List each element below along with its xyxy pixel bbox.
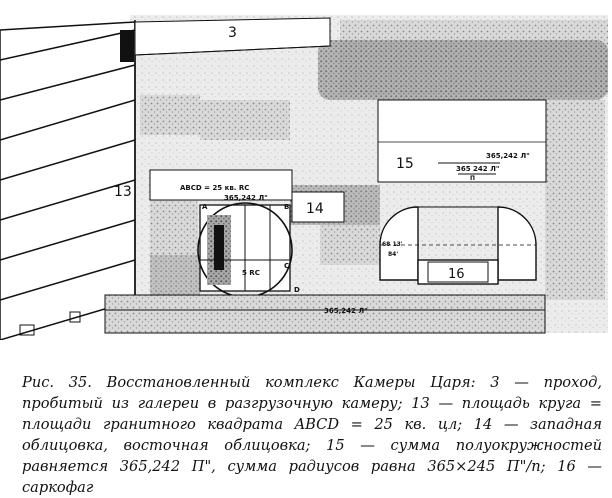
letter-d: D: [294, 286, 300, 294]
label-semicircles: 15: [396, 156, 414, 172]
square-abcd: ABCD = 25 кв. RC 365,242 Л" A B C D 5 RC: [149, 169, 300, 298]
label-sarcophagus: 16: [448, 267, 465, 282]
annotation-bottom-dim: 365,242 Л": [324, 307, 368, 315]
figure-caption: Рис. 35. Восстановленный комплекс Камеры…: [22, 374, 602, 496]
annotation-right-top: 365,242 Л": [486, 152, 530, 160]
annotation-right-pi: П: [470, 175, 475, 182]
annotation-right-formula: 365 242 Л": [456, 165, 500, 173]
sarcophagus-chamber: 16 68 13' 84': [379, 206, 537, 285]
letter-b: B: [284, 203, 289, 211]
annotation-abcd: ABCD = 25 кв. RC: [180, 184, 249, 192]
label-circle-area: 13: [114, 184, 132, 200]
label-west-cladding: 14: [306, 201, 324, 217]
annotation-five-rc: 5 RC: [242, 269, 260, 277]
letter-c: C: [284, 262, 289, 270]
chamber-15: 15 365,242 Л" 365 242 Л" П: [377, 99, 547, 183]
letter-a: A: [202, 203, 208, 211]
grand-gallery: [0, 20, 136, 340]
annotation-sarc-left: 68 13': [382, 241, 403, 248]
passage-3: 3: [134, 17, 331, 56]
label-passage: 3: [228, 25, 237, 41]
annotation-sarc-left2: 84': [388, 251, 398, 258]
west-cladding-14: 14: [291, 191, 345, 223]
annotation-dim-top: 365,242 Л": [224, 194, 268, 202]
base-floor: 365,242 Л": [19, 294, 546, 336]
king-chamber-diagram: 3 15 365,242 Л" 365 242 Л" П ABCD = 25 к…: [0, 15, 608, 340]
